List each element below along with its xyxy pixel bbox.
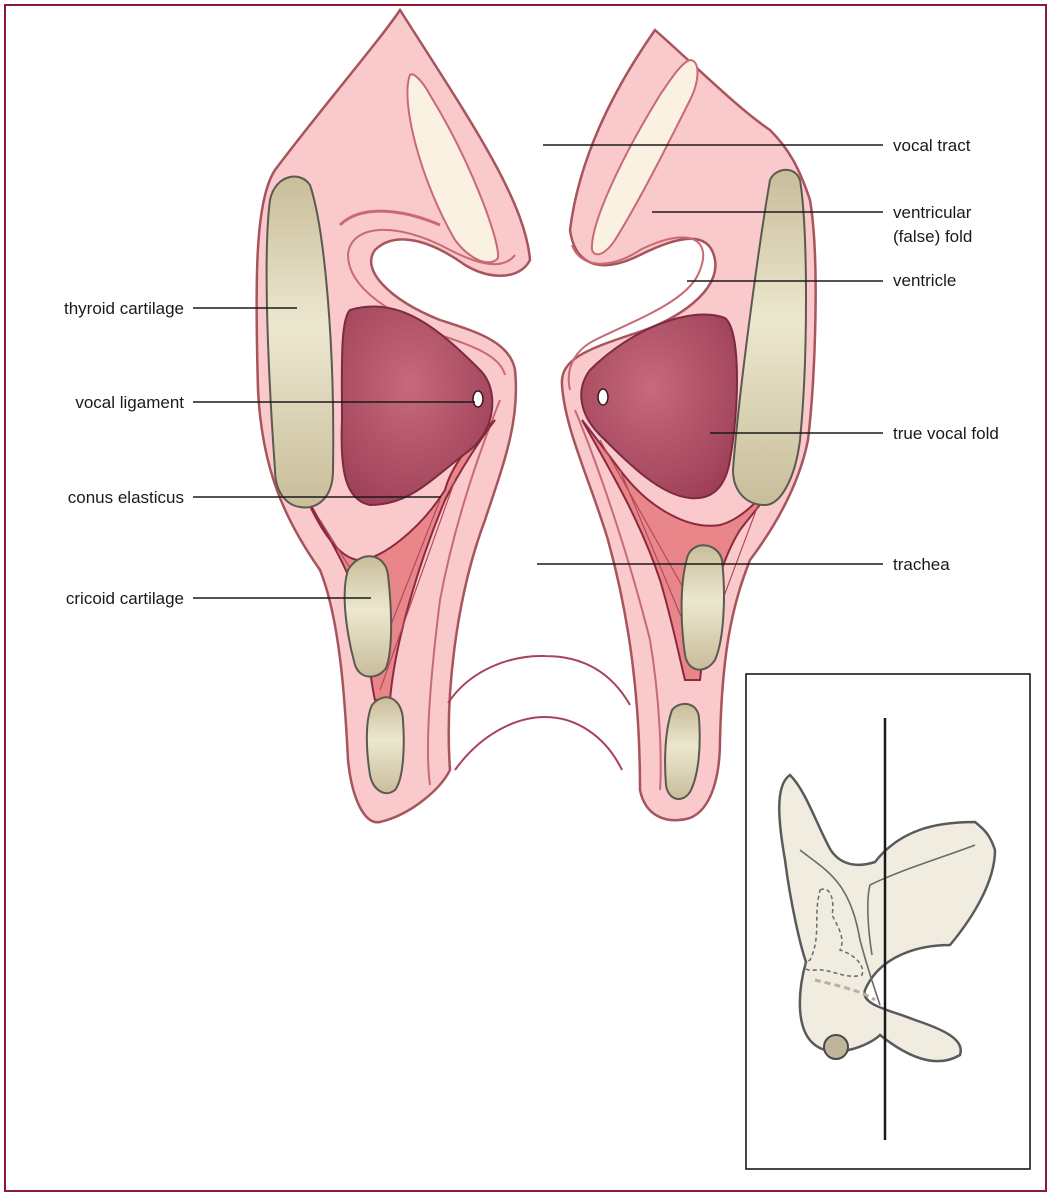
inset-larynx-orientation	[746, 674, 1030, 1169]
left-tracheal-ring	[367, 697, 404, 793]
label-thyroid-cartilage: thyroid cartilage	[64, 299, 184, 318]
label-ventricle: ventricle	[893, 271, 956, 290]
trachea-arc-upper	[448, 656, 630, 705]
label-vocal-tract: vocal tract	[893, 136, 971, 155]
label-cricoid-cartilage: cricoid cartilage	[66, 589, 184, 608]
label-true-vocal-fold: true vocal fold	[893, 424, 999, 443]
label-vocal-ligament: vocal ligament	[75, 393, 184, 412]
trachea-arc-lower	[455, 717, 622, 770]
left-larynx-wall	[257, 10, 530, 822]
left-vocal-ligament	[473, 391, 483, 407]
inset-cartilage-ring	[824, 1035, 848, 1059]
label-trachea: trachea	[893, 555, 950, 574]
label-ventricular-line2: (false) fold	[893, 227, 972, 246]
right-vocal-ligament	[598, 389, 608, 405]
label-conus-elasticus: conus elasticus	[68, 488, 184, 507]
label-ventricular-line1: ventricular	[893, 203, 972, 222]
